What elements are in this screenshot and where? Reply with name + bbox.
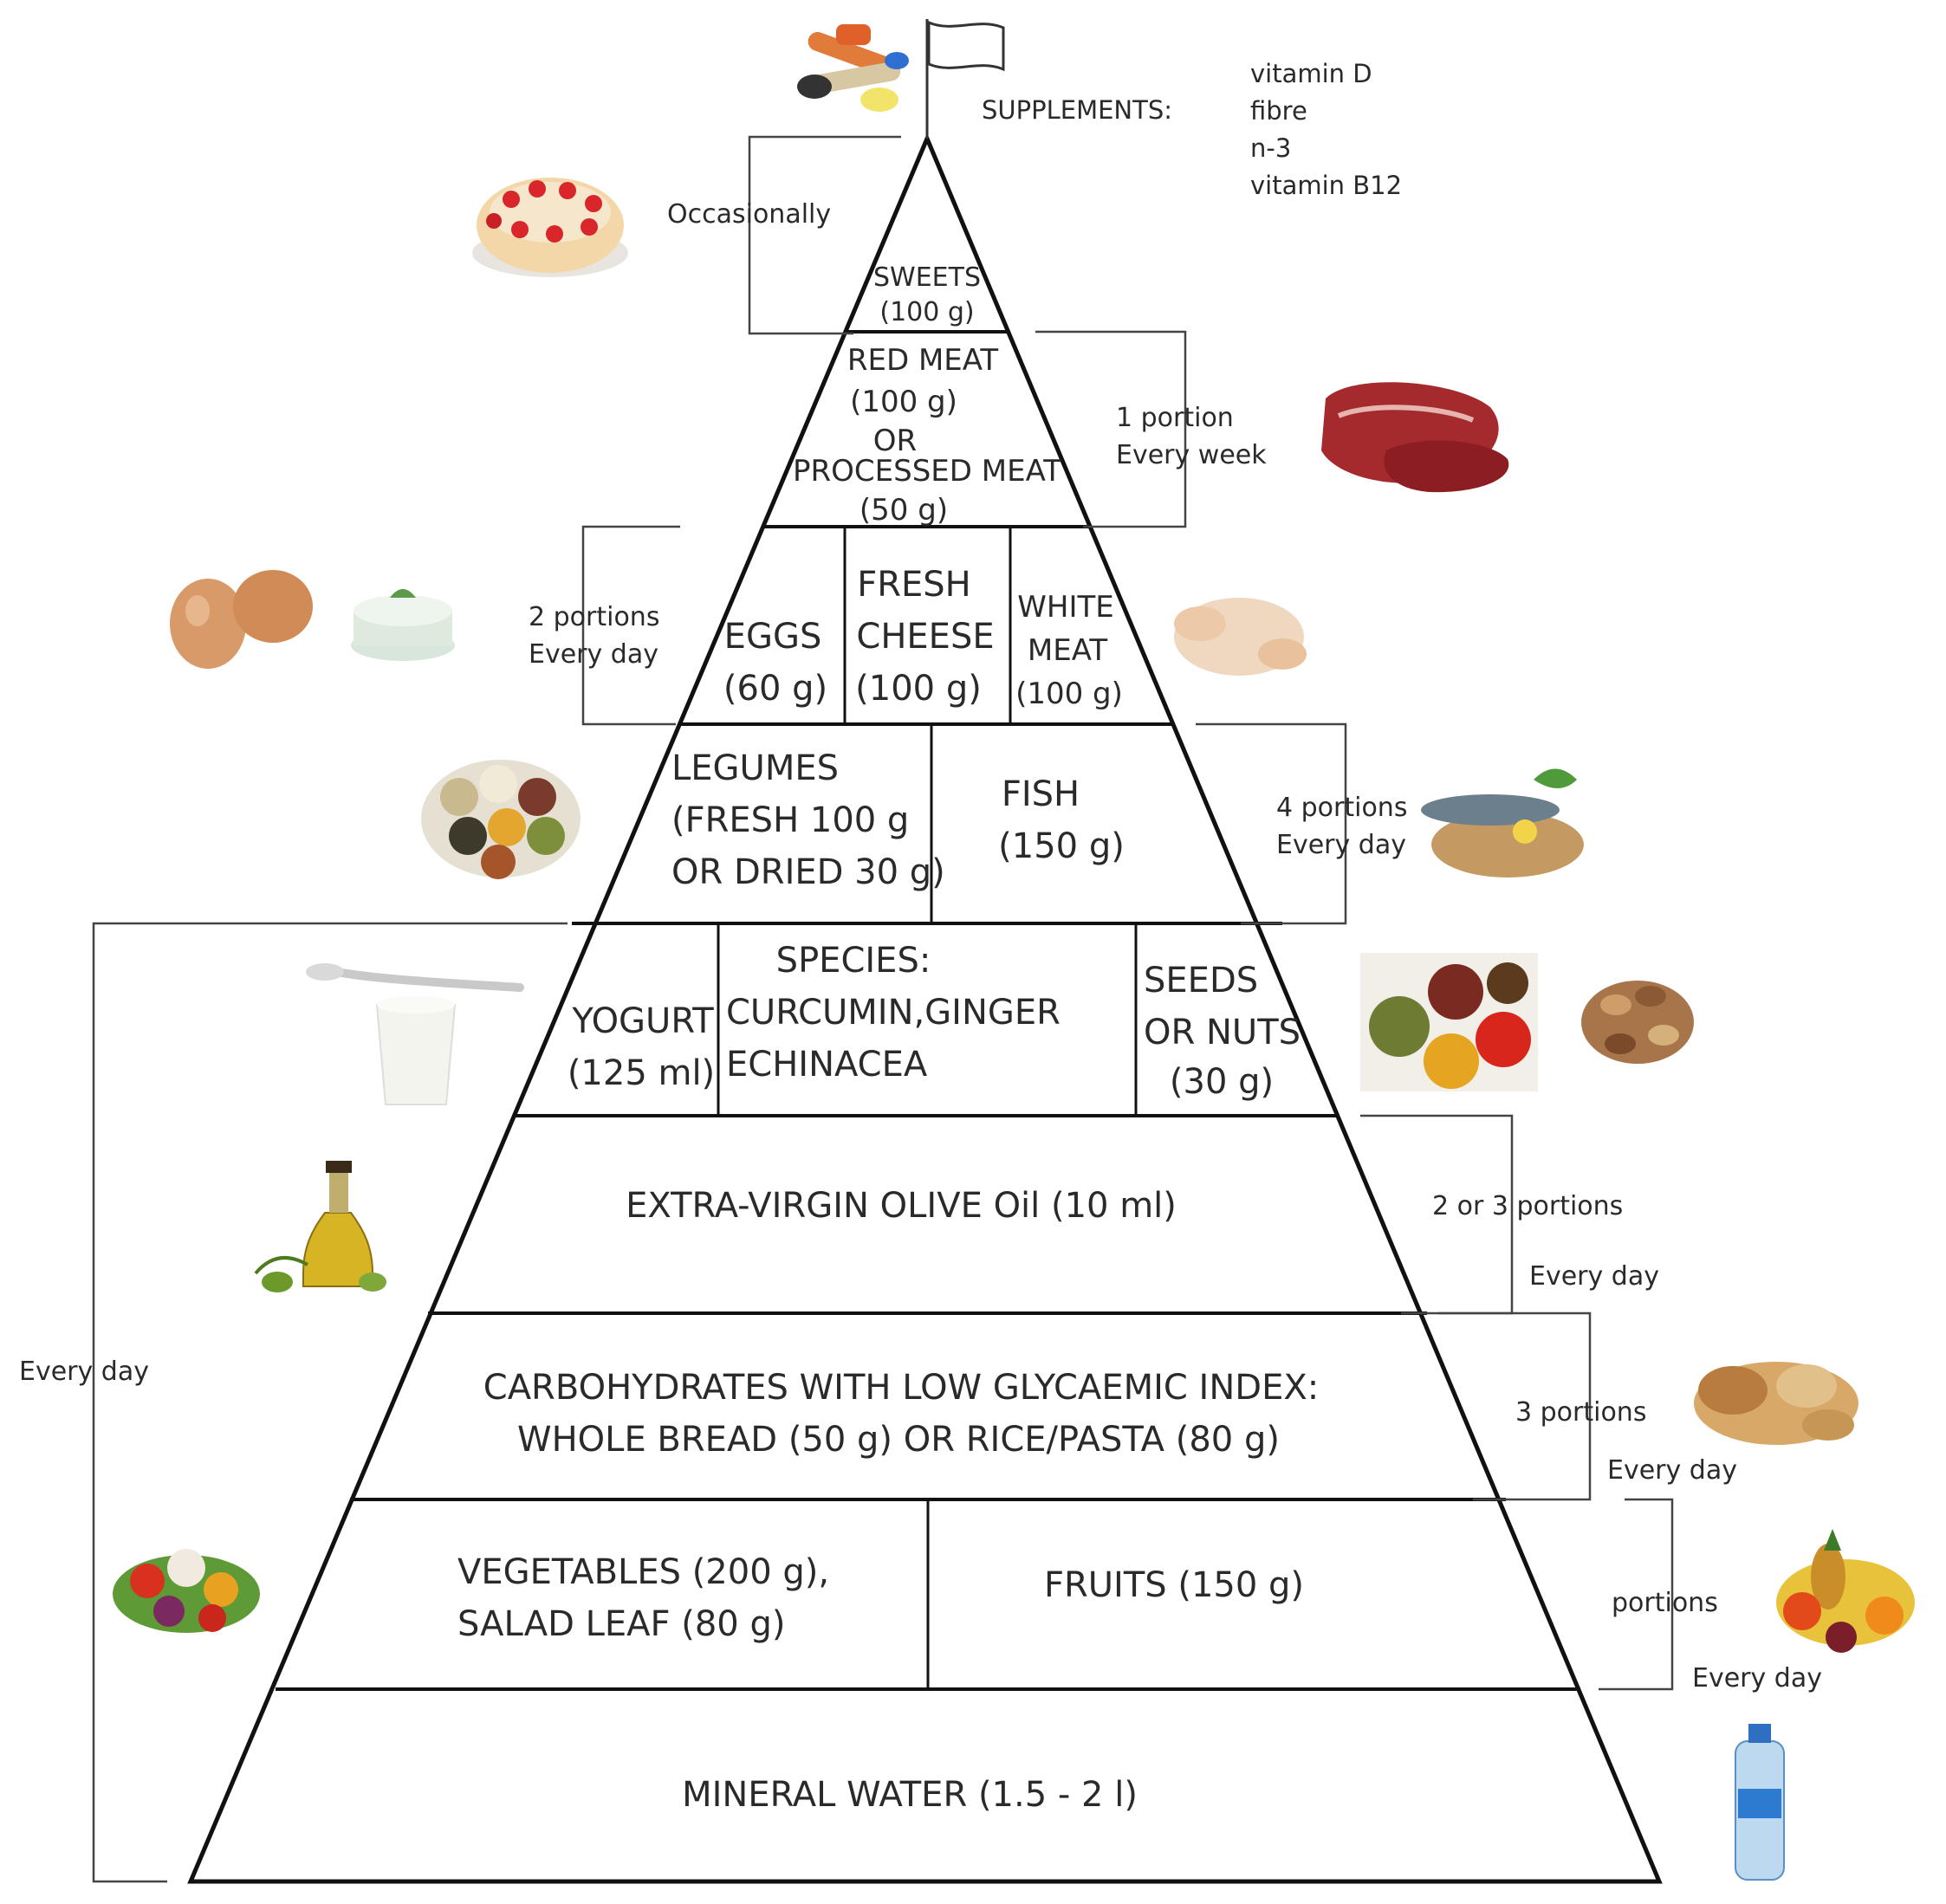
- vegetables-icon: [113, 1549, 260, 1633]
- freq-fish-1: 4 portions: [1276, 793, 1407, 823]
- species-item-2: ECHINACEA: [726, 1045, 928, 1085]
- white-meat-label-2: MEAT: [1028, 633, 1107, 668]
- freq-produce-1: portions: [1612, 1588, 1718, 1618]
- meat-label: RED MEAT: [847, 343, 999, 378]
- cheese-label-2: CHEESE: [856, 617, 994, 657]
- pyramid-outline: [187, 133, 1663, 1884]
- vegetables-label: VEGETABLES (200 g),: [457, 1552, 829, 1592]
- cheese-label-1: FRESH: [857, 565, 971, 605]
- supplement-item: n-3: [1250, 133, 1291, 163]
- carbs-label-2: WHOLE BREAD (50 g) OR RICE/PASTA (80 g): [517, 1420, 1280, 1460]
- freq-weekly-2: Every week: [1116, 440, 1267, 470]
- freq-oil-2: Every day: [1529, 1261, 1659, 1292]
- species-label: SPECIES:: [776, 941, 931, 981]
- fish-amount: (150 g): [998, 826, 1125, 866]
- eggs-amount: (60 g): [723, 669, 827, 709]
- carbs-label-1: CARBOHYDRATES WITH LOW GLYCAEMIC INDEX:: [483, 1368, 1319, 1408]
- freq-carbs-1: 3 portions: [1515, 1397, 1646, 1428]
- freq-produce-2: Every day: [1692, 1663, 1822, 1694]
- nuts-icon: [1581, 981, 1694, 1064]
- processed-meat-label: PROCESSED MEAT: [793, 454, 1061, 489]
- fish-icon: [1421, 768, 1584, 878]
- supplements-label: SUPPLEMENTS:: [982, 95, 1172, 125]
- water-label: MINERAL WATER (1.5 - 2 l): [682, 1775, 1138, 1815]
- eggs-icon: [170, 570, 313, 669]
- supplement-item: vitamin D: [1250, 59, 1372, 88]
- olive-oil-icon: [254, 1161, 386, 1292]
- salad-label: SALAD LEAF (80 g): [457, 1604, 785, 1644]
- legumes-label: LEGUMES: [671, 748, 839, 788]
- spices-icon: [1360, 953, 1538, 1091]
- frequency-brackets: [92, 135, 1674, 1883]
- pills-icon: [797, 24, 909, 112]
- red-meat-icon: [1321, 382, 1509, 493]
- freq-occasionally: Occasionally: [667, 199, 831, 230]
- chicken-icon: [1174, 598, 1307, 676]
- yogurt-label: YOGURT: [571, 1001, 714, 1041]
- freq-protein-1: 2 portions: [529, 602, 659, 632]
- water-bottle-icon: [1735, 1724, 1785, 1881]
- white-meat-amount: (100 g): [1015, 677, 1123, 711]
- freq-protein-2: Every day: [529, 639, 658, 670]
- olive-oil-label: EXTRA-VIRGIN OLIVE Oil (10 ml): [626, 1186, 1177, 1226]
- legumes-fresh: (FRESH 100 g: [671, 800, 909, 840]
- seeds-label: SEEDS: [1144, 961, 1258, 1001]
- freq-every-day: Every day: [19, 1357, 149, 1387]
- white-meat-label-1: WHITE: [1017, 590, 1113, 625]
- seeds-amount: (30 g): [1170, 1062, 1274, 1102]
- meat-or: OR: [873, 424, 917, 458]
- supplement-item: vitamin B12: [1250, 171, 1402, 200]
- bread-icon: [1694, 1362, 1858, 1445]
- legumes-dried: OR DRIED 30 g): [671, 852, 945, 892]
- fruits-icon: [1776, 1529, 1915, 1653]
- sweets-label: SWEETS: [873, 262, 981, 293]
- eggs-label: EGGS: [724, 617, 822, 657]
- cheese-icon: [351, 589, 455, 661]
- freq-oil-1: 2 or 3 portions: [1432, 1191, 1623, 1221]
- yogurt-icon: [306, 963, 524, 1105]
- sweets-amount: (100 g): [879, 297, 974, 327]
- cake-icon: [472, 178, 628, 277]
- legumes-icon: [421, 760, 581, 879]
- fish-label: FISH: [1002, 774, 1080, 814]
- seeds-label-2: OR NUTS: [1144, 1013, 1301, 1052]
- supplement-item: fibre: [1250, 96, 1307, 126]
- processed-meat-amount: (50 g): [859, 493, 948, 528]
- freq-carbs-2: Every day: [1607, 1455, 1737, 1486]
- meat-amount: (100 g): [850, 385, 957, 419]
- cell-dividers: [717, 527, 1138, 1689]
- fruits-label: FRUITS (150 g): [1044, 1565, 1304, 1605]
- cheese-amount: (100 g): [855, 669, 982, 709]
- yogurt-amount: (125 ml): [568, 1053, 715, 1093]
- species-item-1: CURCUMIN,GINGER: [726, 993, 1061, 1033]
- freq-weekly-1: 1 portion: [1116, 403, 1234, 433]
- flag-icon: [925, 19, 1005, 139]
- freq-fish-2: Every day: [1276, 830, 1406, 860]
